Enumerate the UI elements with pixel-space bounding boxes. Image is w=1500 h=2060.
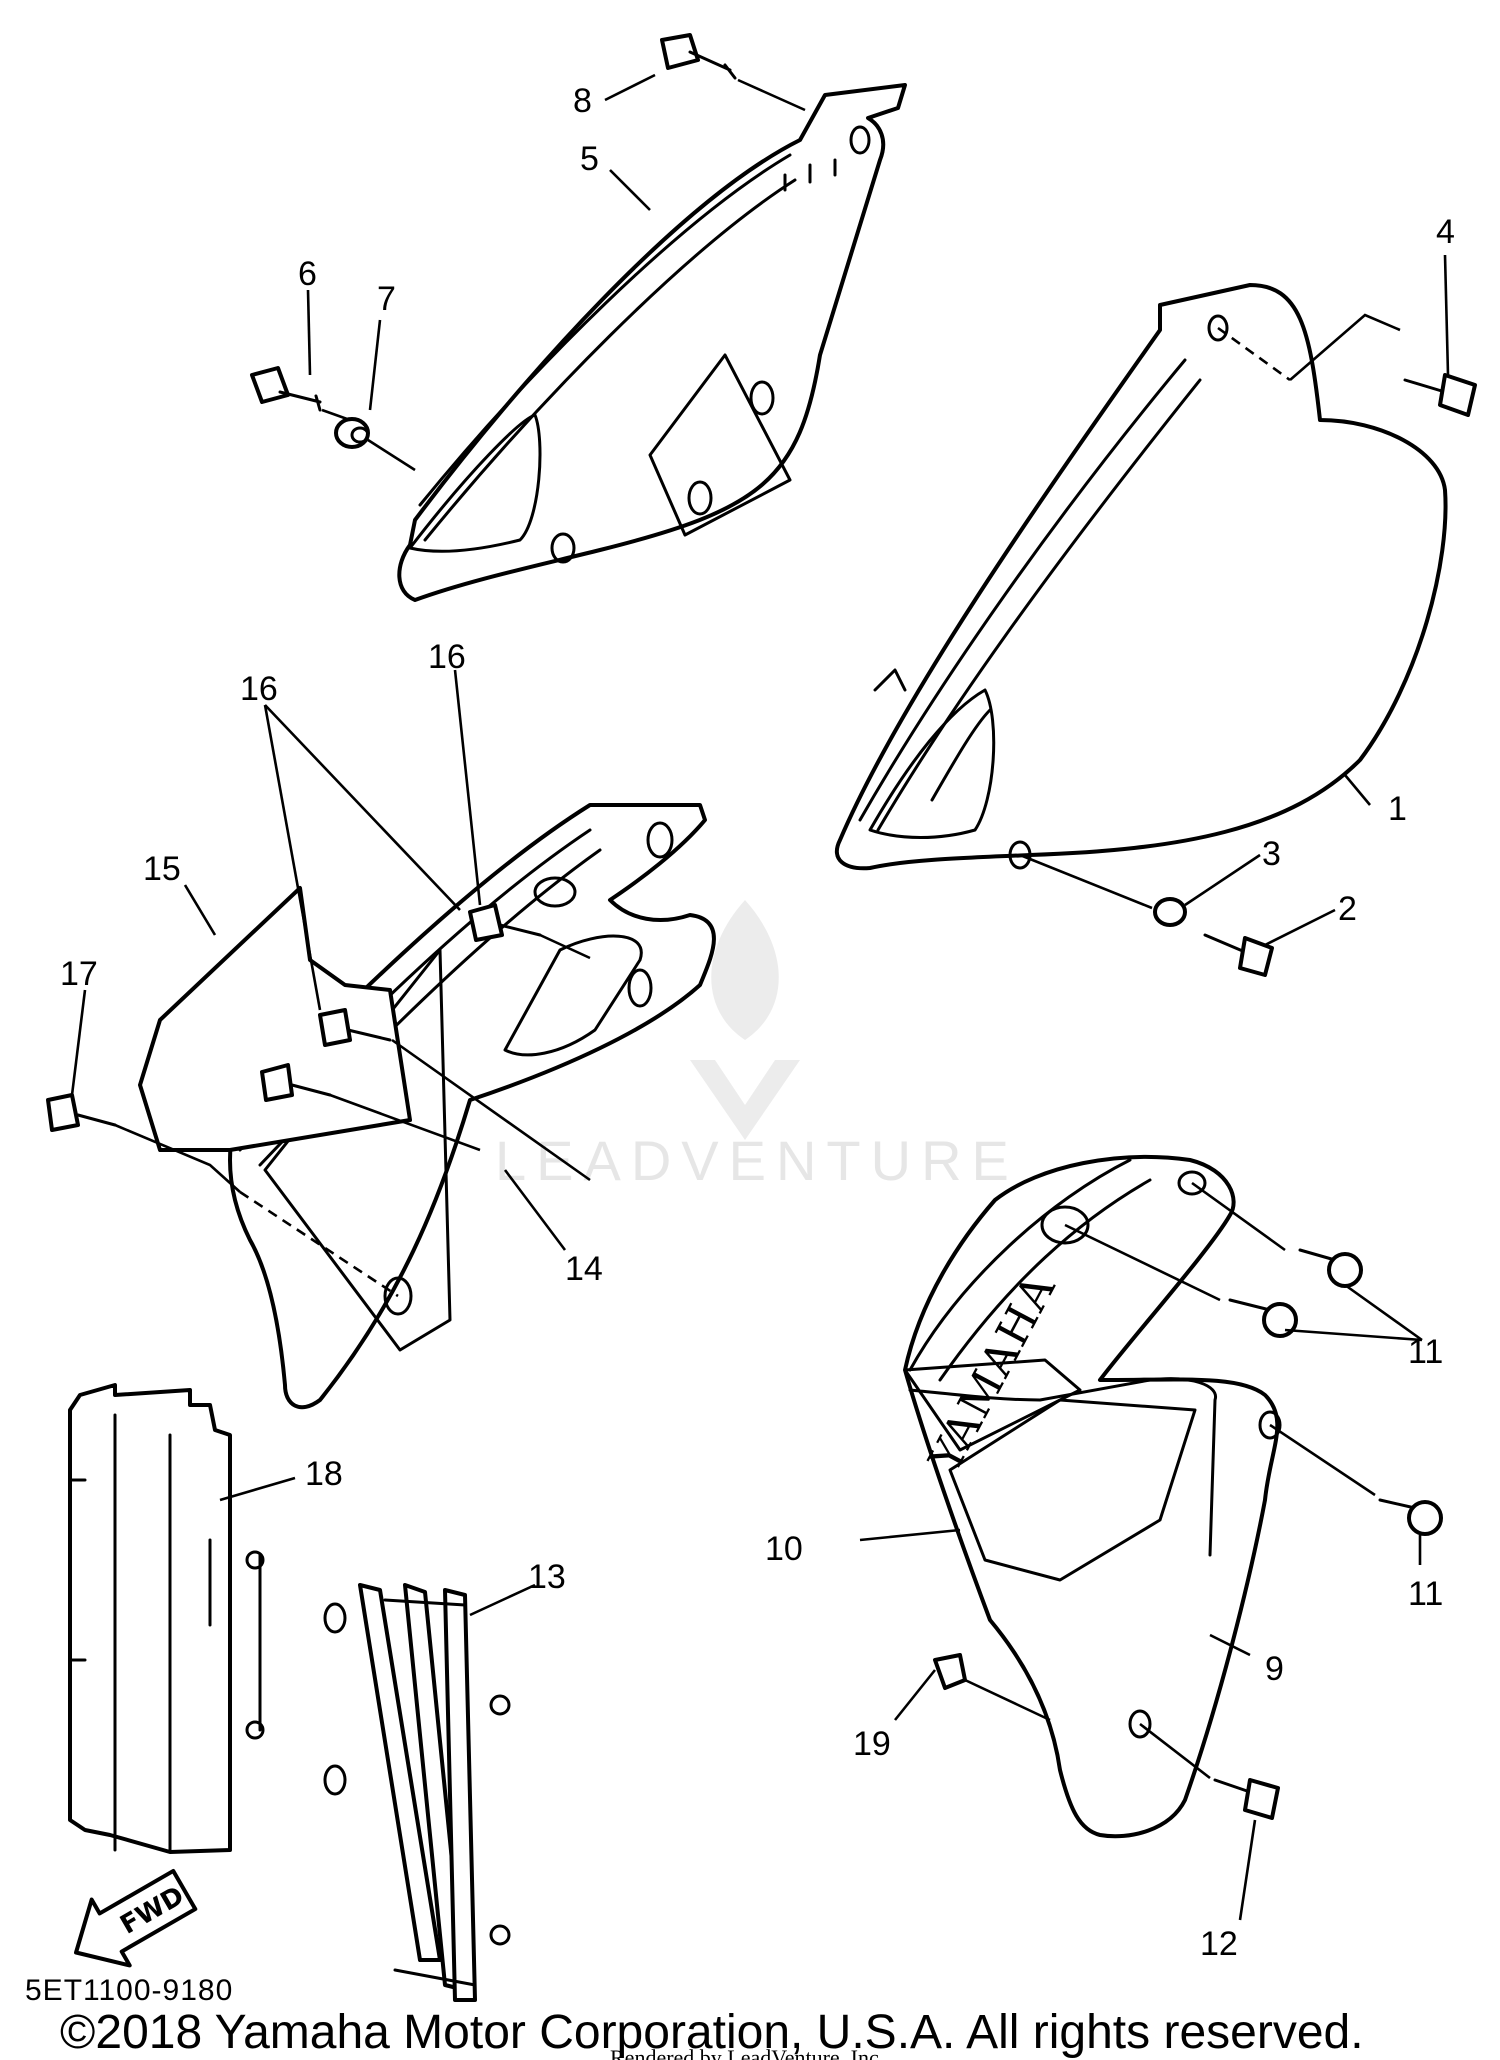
callout-19: 19	[853, 1725, 891, 1763]
watermark-text: LEADVENTURE	[495, 1129, 1019, 1192]
callout-14: 14	[565, 1250, 603, 1288]
fwd-arrow-icon	[74, 1868, 198, 1968]
bolt-8[interactable]	[660, 33, 737, 80]
diagram-code: 5ET1100-9180	[25, 1974, 233, 2007]
part-9-lower-cover[interactable]	[903, 1154, 1282, 1839]
copyright-notice: ©2018 Yamaha Motor Corporation, U.S.A. A…	[60, 2006, 1364, 2059]
callout-16-left: 16	[240, 670, 278, 708]
bolt-2[interactable]	[1203, 933, 1274, 977]
leader-lines	[114, 78, 1401, 1780]
callout-11-top: 11	[1408, 1333, 1443, 1371]
bolt-16b[interactable]	[260, 1063, 332, 1102]
rendered-by: Rendered by LeadVenture, Inc.	[610, 2045, 884, 2060]
bolt-17[interactable]	[46, 1093, 117, 1132]
callout-11-bottom: 11	[1408, 1575, 1443, 1613]
watermark-flame-icon	[711, 900, 779, 1040]
callout-10: 10	[765, 1530, 803, 1568]
callout-leaders	[70, 73, 1450, 1921]
part-5-side-cover-upper[interactable]	[397, 83, 907, 602]
collar-7[interactable]	[334, 417, 370, 449]
collar-3[interactable]	[1153, 897, 1187, 927]
callout-2: 2	[1338, 890, 1357, 928]
callout-18: 18	[305, 1455, 343, 1493]
bolt-16c[interactable]	[468, 903, 542, 942]
screw-11c[interactable]	[1378, 1498, 1443, 1536]
callout-labels: 1 2 3 4 5 6 7 8 9 10 11 11 12 13 14 15 1…	[60, 82, 1455, 1963]
callout-13: 13	[528, 1558, 566, 1596]
callout-5: 5	[580, 140, 599, 178]
bolt-4[interactable]	[1403, 373, 1477, 417]
forward-direction-arrow: FWD	[74, 1868, 198, 1968]
callout-4: 4	[1436, 213, 1455, 251]
part-13-radiator-louver[interactable]	[323, 1583, 511, 2002]
watermark: LEADVENTURE	[495, 900, 1019, 1192]
callout-15: 15	[143, 850, 181, 888]
bolt-6[interactable]	[250, 366, 322, 412]
part-19-clip[interactable]	[933, 1653, 967, 1690]
callout-8: 8	[573, 82, 592, 120]
part-1-side-cover-right[interactable]	[834, 283, 1448, 871]
callout-12: 12	[1200, 1925, 1238, 1963]
screw-11b[interactable]	[1228, 1298, 1298, 1338]
watermark-v-icon	[690, 1060, 800, 1140]
callout-7: 7	[377, 280, 396, 318]
callout-3: 3	[1262, 835, 1281, 873]
bolt-12[interactable]	[1213, 1778, 1280, 1820]
part-18-radiator-guard[interactable]	[68, 1383, 265, 1854]
callout-1: 1	[1388, 790, 1407, 828]
callout-6: 6	[298, 255, 317, 293]
callout-9: 9	[1265, 1650, 1284, 1688]
bolt-16a[interactable]	[318, 1008, 392, 1047]
callout-16-right: 16	[428, 638, 466, 676]
callout-17: 17	[60, 955, 98, 993]
screw-11a[interactable]	[1298, 1248, 1363, 1288]
